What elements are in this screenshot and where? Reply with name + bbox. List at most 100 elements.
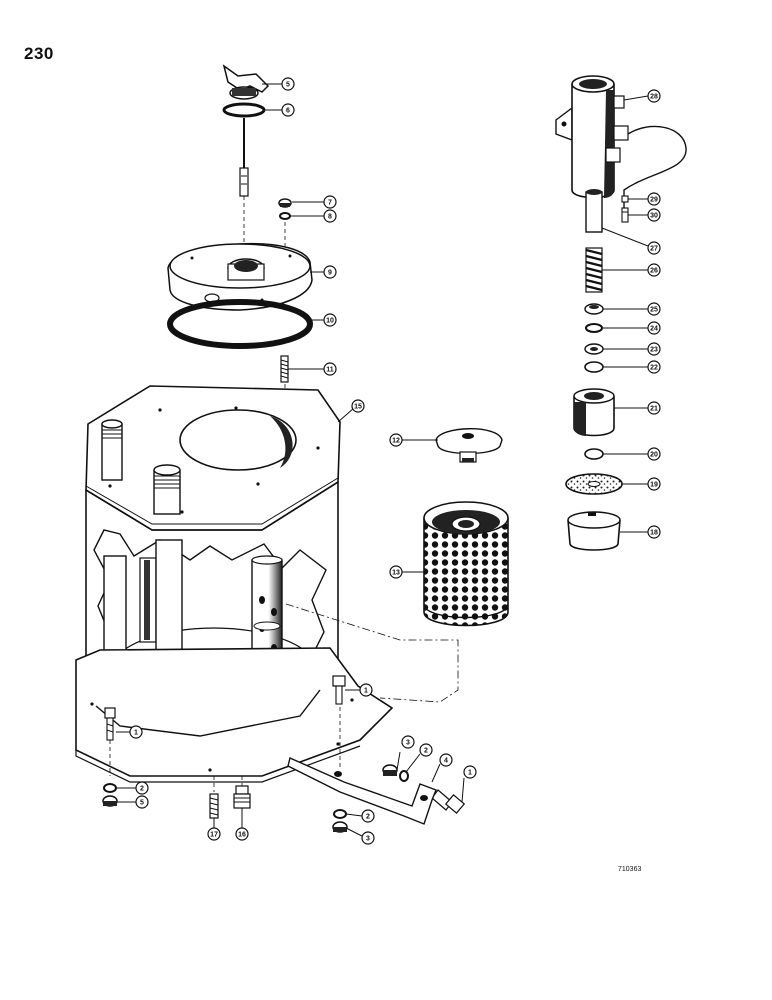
svg-text:12: 12 bbox=[392, 438, 400, 445]
bolt-1-left bbox=[104, 707, 116, 741]
nut-3-left bbox=[102, 795, 118, 807]
svg-text:17: 17 bbox=[210, 832, 218, 839]
svg-text:2: 2 bbox=[366, 814, 370, 821]
callout-4: 4 bbox=[439, 753, 453, 767]
callout-5-cap: 5 bbox=[281, 77, 295, 91]
svg-text:1: 1 bbox=[134, 730, 138, 737]
washer-8 bbox=[279, 212, 291, 220]
stud-17 bbox=[209, 793, 219, 819]
breather-cap bbox=[222, 64, 270, 100]
svg-text:11: 11 bbox=[326, 367, 334, 374]
dipstick bbox=[239, 118, 249, 260]
callout-17: 17 bbox=[207, 827, 221, 841]
svg-text:13: 13 bbox=[392, 570, 400, 577]
nut-7 bbox=[278, 198, 292, 208]
callout-19: 19 bbox=[647, 477, 661, 491]
callout-1-left: 1 bbox=[129, 725, 143, 739]
filter-pad-19 bbox=[565, 473, 623, 495]
svg-text:26: 26 bbox=[650, 268, 658, 275]
svg-text:1: 1 bbox=[364, 688, 368, 695]
valve-housing-28 bbox=[555, 75, 687, 208]
washer-2-bracket bbox=[399, 770, 409, 782]
cup-18 bbox=[567, 511, 621, 551]
svg-text:24: 24 bbox=[650, 326, 658, 333]
callout-2-bracket: 2 bbox=[419, 743, 433, 757]
callout-24: 24 bbox=[647, 321, 661, 335]
nut-3-bracket bbox=[382, 764, 398, 776]
svg-text:8: 8 bbox=[328, 214, 332, 221]
svg-text:5: 5 bbox=[286, 82, 290, 89]
nut-3-bottom bbox=[332, 821, 348, 833]
valve-sleeve-27 bbox=[585, 189, 603, 233]
page-number: 230 bbox=[24, 44, 54, 63]
svg-text:5: 5 bbox=[140, 800, 144, 807]
callout-12: 12 bbox=[389, 433, 403, 447]
callout-10: 10 bbox=[323, 313, 337, 327]
filter-element-13 bbox=[423, 501, 509, 627]
svg-text:18: 18 bbox=[650, 530, 658, 537]
callout-22: 22 bbox=[647, 360, 661, 374]
callout-1-right: 1 bbox=[359, 683, 373, 697]
washer-2-left bbox=[103, 783, 117, 793]
callout-18: 18 bbox=[647, 525, 661, 539]
cover-gasket bbox=[167, 299, 313, 349]
callout-2-left: 2 bbox=[135, 781, 149, 795]
callout-3-bottom: 3 bbox=[361, 831, 375, 845]
pin-30 bbox=[621, 207, 629, 223]
callout-26: 26 bbox=[647, 263, 661, 277]
svg-text:3: 3 bbox=[406, 740, 410, 747]
svg-text:21: 21 bbox=[650, 406, 658, 413]
callout-27: 27 bbox=[647, 241, 661, 255]
svg-text:9: 9 bbox=[328, 270, 332, 277]
callout-29: 29 bbox=[647, 192, 661, 206]
callout-7: 7 bbox=[323, 195, 337, 209]
callout-8: 8 bbox=[323, 209, 337, 223]
bolt-1-bracket bbox=[431, 789, 466, 814]
svg-text:2: 2 bbox=[424, 748, 428, 755]
callout-5-nut: 5 bbox=[135, 795, 149, 809]
svg-text:2: 2 bbox=[140, 786, 144, 793]
callout-bubbles: 5 6 7 8 9 10 11 15 12 13 1 1 1 2 2 2 3 3… bbox=[129, 77, 661, 845]
svg-text:4: 4 bbox=[444, 758, 448, 765]
callout-25: 25 bbox=[647, 302, 661, 316]
valve-body-21 bbox=[573, 388, 615, 437]
callout-leaders bbox=[116, 83, 649, 837]
callout-11: 11 bbox=[323, 362, 337, 376]
callout-1-bracket: 1 bbox=[463, 765, 477, 779]
o-ring-24 bbox=[585, 323, 603, 333]
svg-text:30: 30 bbox=[650, 213, 658, 220]
disc-20 bbox=[584, 448, 604, 460]
svg-text:20: 20 bbox=[650, 452, 658, 459]
svg-text:22: 22 bbox=[650, 365, 658, 372]
washer-22 bbox=[584, 361, 604, 373]
svg-text:19: 19 bbox=[650, 482, 658, 489]
reservoir-tank bbox=[75, 385, 394, 783]
washer-23 bbox=[584, 343, 604, 355]
callout-20: 20 bbox=[647, 447, 661, 461]
svg-text:28: 28 bbox=[650, 94, 658, 101]
cover-plate bbox=[167, 242, 313, 311]
callout-2-bottom: 2 bbox=[361, 809, 375, 823]
svg-text:27: 27 bbox=[650, 246, 658, 253]
mounting-bracket bbox=[287, 757, 437, 825]
pin-29 bbox=[621, 195, 629, 203]
svg-text:7: 7 bbox=[328, 200, 332, 207]
callout-9: 9 bbox=[323, 265, 337, 279]
callout-23: 23 bbox=[647, 342, 661, 356]
svg-text:29: 29 bbox=[650, 197, 658, 204]
callout-15: 15 bbox=[351, 399, 365, 413]
drawing-code: 710363 bbox=[618, 866, 642, 873]
svg-text:1: 1 bbox=[468, 770, 472, 777]
stud-11 bbox=[280, 355, 289, 408]
callout-30: 30 bbox=[647, 208, 661, 222]
callout-6: 6 bbox=[281, 103, 295, 117]
svg-text:6: 6 bbox=[286, 108, 290, 115]
callout-13: 13 bbox=[389, 565, 403, 579]
svg-text:25: 25 bbox=[650, 307, 658, 314]
svg-text:10: 10 bbox=[326, 318, 334, 325]
cap-gasket bbox=[222, 102, 266, 118]
valve-poppet-25 bbox=[584, 303, 604, 315]
callout-28: 28 bbox=[647, 89, 661, 103]
svg-text:23: 23 bbox=[650, 347, 658, 354]
